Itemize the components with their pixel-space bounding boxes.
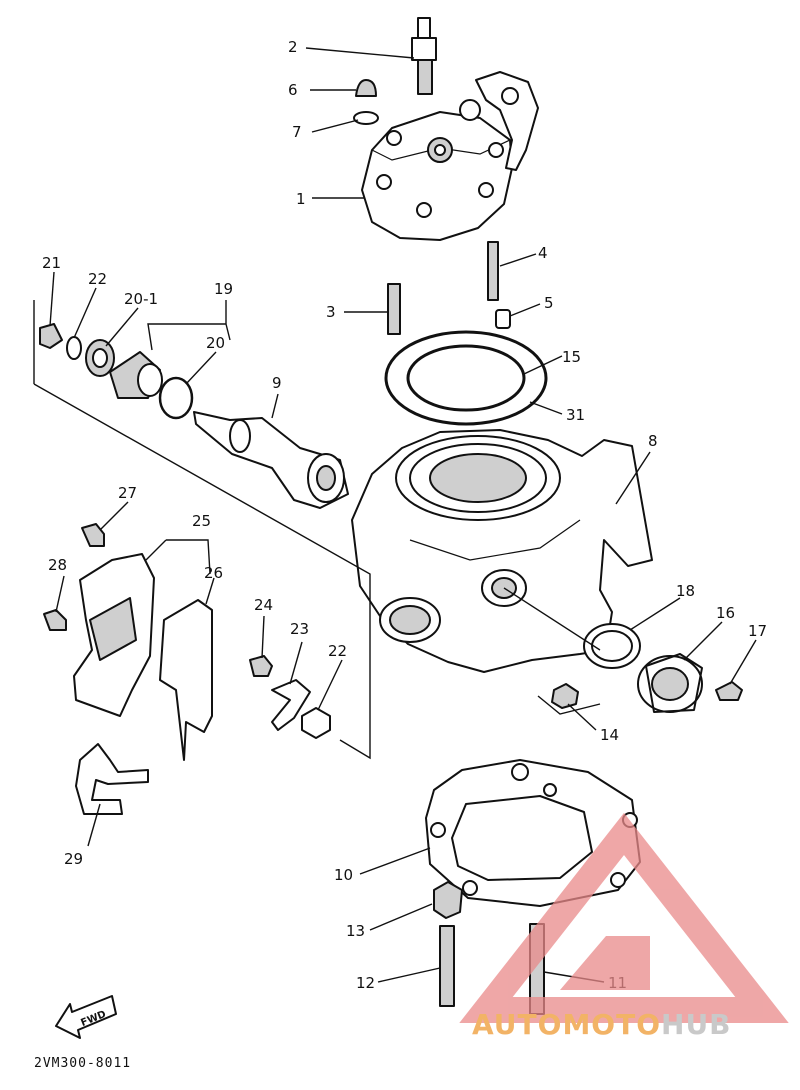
label-8: 8 [648,432,658,450]
hose-30 [75,743,149,815]
label-5: 5 [544,294,554,312]
label-2: 2 [288,38,298,56]
label-28: 27 [118,484,137,502]
label-14: 14 [600,726,619,744]
nut-22 [301,707,331,739]
seal-group [39,323,194,420]
watermark-logo [459,812,789,1023]
label-15: 15 [562,348,581,366]
label-26: 25 [192,512,211,530]
washer [353,111,379,125]
label-31: 31 [566,406,585,424]
base-gasket-bore [451,795,593,881]
nut-14 [551,683,579,709]
label-25: 24 [254,596,273,614]
brand-part2: HUB [661,1008,732,1041]
cap-nut [355,79,377,97]
label-6: 6 [288,81,298,99]
forward-arrow: FWD [55,995,117,1039]
cylinder-head [361,71,539,241]
label-19: 19 [214,280,233,298]
watermark-brand: AUTOMOTOHUB [472,1008,732,1042]
label-23: 22 [88,270,107,288]
group-bracket-pump [33,300,371,760]
cover-16 [637,653,703,713]
label-29: 28 [48,556,67,574]
stud-3 [387,283,401,335]
stud-4 [487,241,499,301]
stud-12 [439,925,455,1007]
label-20-1: 20-1 [124,290,158,308]
label-30: 29 [64,850,83,868]
o-ring-15 [406,344,526,412]
cylinder [351,429,653,673]
label-22: 22 [328,642,347,660]
label-21: 21 [42,254,61,272]
thermostat-cover [73,553,155,717]
dowel-pin-5 [495,309,511,329]
gasket-27 [159,599,213,761]
water-pump-shaft [193,411,349,509]
label-1: 1 [296,190,306,208]
label-9: 9 [272,374,282,392]
label-27: 26 [204,564,223,582]
label-13: 13 [346,922,365,940]
label-16: 16 [716,604,735,622]
label-7: 7 [292,123,302,141]
label-10: 10 [334,866,353,884]
label-24: 23 [290,620,309,638]
bolt-28 [81,523,105,547]
bolt-29 [43,609,67,631]
label-3: 3 [326,303,336,321]
label-20: 20 [206,334,225,352]
bolt-25 [249,655,273,677]
label-4: 4 [538,244,548,262]
label-12: 12 [356,974,375,992]
drawing-code: 2VM300-8011 [34,1056,132,1071]
spark-plug [411,17,437,95]
label-18: 18 [676,582,695,600]
group-bracket-exhaust [503,587,601,715]
nut-13 [433,881,463,919]
brand-part1: AUTOMOTO [472,1008,662,1041]
leader-lines [49,47,757,983]
bolt-17 [715,681,743,701]
clamp-24 [271,679,311,731]
label-17: 17 [748,622,767,640]
